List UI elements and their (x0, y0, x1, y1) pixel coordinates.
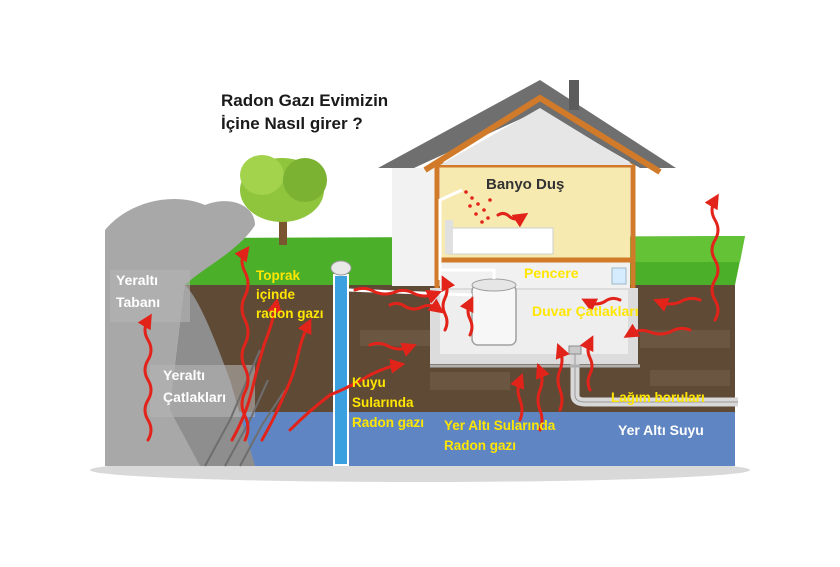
title-line-1: Radon Gazı Evimizin (221, 91, 389, 110)
radon-arrow (137, 313, 153, 442)
plumbing-pipe (440, 268, 496, 279)
house-left-wall (392, 168, 440, 286)
bedrock-base-line: Yeraltı (116, 272, 159, 288)
window (611, 267, 627, 285)
groundwater-radon-line: Yer Altı Sularında (444, 418, 556, 433)
tree-trunk (279, 205, 287, 245)
bedrock-label-box (110, 270, 190, 322)
radon-arrow (260, 318, 312, 442)
groundwater-radon-line: Radon gazı (444, 438, 517, 454)
well-cap (330, 260, 352, 276)
radon-arrow (353, 286, 442, 304)
chimney (569, 80, 579, 110)
bedrock-label-box (150, 365, 255, 417)
diagram-title: Radon Gazı Evimizin İçine Nasıl girer ? (221, 91, 388, 133)
rock-crack (224, 379, 269, 467)
tree-crown (240, 155, 284, 195)
underground-cracks-label: Yeraltı Çatlakları (163, 367, 227, 405)
well-water-radon-label: Kuyu Sularında Radon gazı (352, 375, 424, 430)
well-pipe (333, 274, 349, 466)
well-water-line: Kuyu (352, 375, 386, 390)
roof-trim (423, 94, 662, 175)
radon-arrow (555, 343, 570, 412)
radon-arrow (388, 298, 445, 314)
underground-cracks-line: Yeraltı (163, 367, 206, 383)
groundwater-radon-label: Yer Altı Sularında Radon gazı (444, 418, 555, 453)
basement-inner (440, 290, 628, 354)
well-water-line: Sularında (352, 395, 414, 411)
sewer-pipe-edge (574, 350, 738, 403)
radon-arrow (510, 373, 525, 422)
water-tank-top (471, 278, 517, 292)
radon-arrow (459, 296, 474, 337)
groundwater-label: Yer Altı Suyu (618, 422, 704, 438)
radon-arrow (234, 245, 250, 442)
bedrock-base-label: Yeraltı Tabanı (116, 272, 161, 310)
bed (447, 227, 554, 255)
bedrock-base-line: Tabanı (116, 293, 161, 310)
plumbing-pipe (438, 188, 463, 280)
radon-arrow (368, 341, 417, 357)
tree-crown (283, 158, 327, 202)
bed-headboard (445, 220, 453, 254)
title-line-2: İçine Nasıl girer ? (221, 114, 363, 134)
radon-arrow (288, 358, 406, 432)
radon-arrow (441, 275, 456, 332)
radon-arrow (704, 193, 720, 322)
sewer-cleanout (568, 345, 582, 355)
roof-gable (440, 108, 633, 165)
radon-arrow (579, 335, 594, 392)
soil-band (430, 372, 510, 390)
radon-arrow (230, 297, 282, 442)
window-label: Pencere (524, 265, 579, 281)
radon-arrow (653, 296, 702, 312)
rock-crack (239, 389, 286, 467)
radon-arrow (623, 323, 692, 338)
wall-cracks-label: Duvar Çatlakları (532, 303, 639, 319)
underground-cracks-line: Çatlakları (163, 388, 227, 405)
soil-radon-label: Toprak içinde radon gazı (256, 268, 324, 321)
soil-radon-line: içinde (256, 287, 296, 303)
radon-arrows (137, 193, 720, 442)
water-tank (471, 284, 517, 346)
soil-radon-line: Toprak (256, 268, 301, 283)
roof (378, 80, 676, 168)
shower-spray (464, 190, 492, 224)
bedrock (105, 198, 255, 466)
radon-arrow (496, 211, 529, 228)
radon-arrow (535, 363, 550, 432)
soil-band (650, 370, 730, 386)
well-water-line: Radon gazı (352, 415, 425, 431)
radon-arrow (581, 296, 622, 313)
bathroom-shower-label: Banyo Duş (486, 176, 565, 193)
soil-radon-line: radon gazı (256, 306, 324, 322)
sewer-pipes-label: Lağım boruları (611, 390, 705, 405)
rock-crack (204, 349, 261, 467)
house-ground-floor (440, 260, 630, 288)
